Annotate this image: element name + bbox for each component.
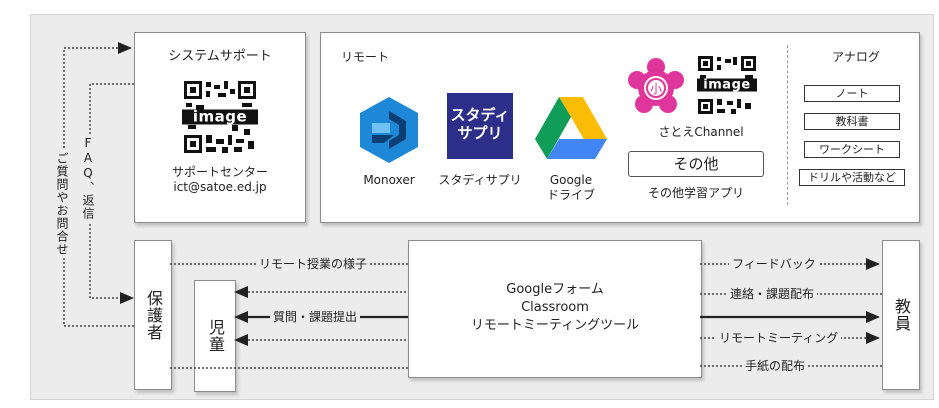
- other-apps-button[interactable]: その他: [628, 151, 764, 177]
- support-title: システムサポート: [168, 49, 272, 64]
- flow-label-questions: 質問・課題提出: [270, 310, 361, 324]
- studysapuri-label: スタディサプリ: [438, 173, 522, 187]
- school-emblem-icon: 小: [628, 58, 684, 113]
- studysapuri-icon: スタディ サプリ: [447, 93, 513, 159]
- svg-text:小: 小: [650, 82, 662, 96]
- channel-qr-code: image: [697, 55, 757, 115]
- channel-label: さとえChannel: [658, 125, 744, 139]
- google-drive-app[interactable]: Google ドライブ: [531, 91, 611, 216]
- section-divider: [787, 45, 788, 205]
- analog-item-drills: ドリルや活動など: [799, 169, 905, 186]
- studysapuri-app[interactable]: スタディ サプリ スタディサプリ: [437, 91, 523, 205]
- support-qr-code: image: [182, 79, 258, 155]
- flow-label-remote-class: リモート授業の様子: [256, 257, 371, 271]
- analog-item-textbook: 教科書: [804, 113, 900, 130]
- google-drive-label-2: ドライブ: [546, 188, 595, 202]
- analog-title: アナログ: [832, 50, 880, 64]
- google-drive-icon: [535, 97, 607, 159]
- flow-label-feedback: フィードバック: [729, 257, 819, 271]
- google-drive-label-1: Google: [549, 173, 593, 187]
- child-box: 児童: [194, 280, 236, 392]
- parent-box: 保護者: [134, 240, 172, 390]
- platform-box: Googleフォーム Classroom リモートミーティングツール: [408, 240, 702, 378]
- channel-qr-label: image: [697, 78, 757, 92]
- teacher-box: 教員: [882, 240, 920, 390]
- analog-item-worksheet: ワークシート: [804, 141, 900, 158]
- other-apps-label: その他学習アプリ: [647, 186, 744, 200]
- platform-line-2: Classroom: [521, 300, 589, 315]
- flow-label-faq: FAQ、返信: [81, 134, 95, 222]
- support-qr-label: image: [182, 109, 258, 125]
- flow-label-meeting: リモートミーティング: [716, 331, 842, 345]
- remote-title: リモート: [341, 50, 390, 64]
- monoxer-label: Monoxer: [363, 173, 415, 187]
- support-email[interactable]: ict@satoe.ed.jp: [173, 180, 267, 194]
- learning-tools-box: リモート Monoxer スタディ サプリ スタディサプリ Google ドライ…: [320, 32, 920, 223]
- flow-label-inquiry: ご質問やお問合せ: [55, 150, 69, 258]
- satoe-channel[interactable]: 小 image さとえChannel: [621, 49, 781, 145]
- flow-label-letters: 手紙の配布: [742, 359, 809, 373]
- support-center-label: サポートセンター: [171, 165, 268, 179]
- monoxer-app[interactable]: Monoxer: [351, 95, 427, 205]
- platform-line-3: リモートミーティングツール: [470, 318, 640, 333]
- analog-item-notebook: ノート: [804, 85, 900, 102]
- flow-label-contact: 連絡・課題配布: [727, 287, 818, 301]
- platform-line-1: Googleフォーム: [506, 282, 604, 297]
- system-support-box: システムサポート image サポートセンター ict@satoe.ed.jp: [134, 32, 306, 223]
- monoxer-icon: [360, 97, 418, 163]
